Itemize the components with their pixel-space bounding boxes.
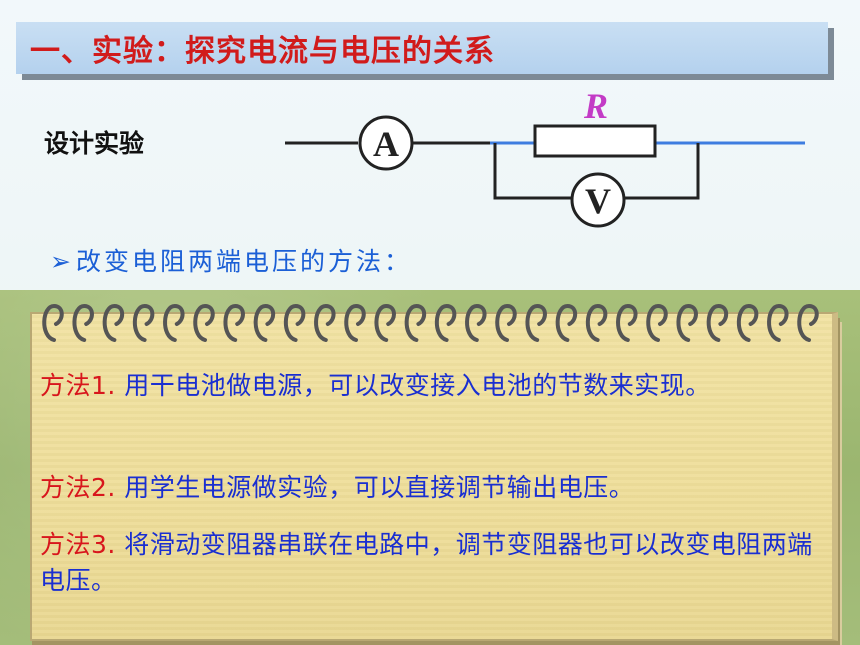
spiral-ring	[223, 303, 245, 342]
spiral-ring	[42, 303, 64, 342]
spiral-ring	[767, 303, 789, 342]
spiral-ring	[646, 303, 668, 342]
spiral-ring	[163, 303, 185, 342]
method-1-text: 用干电池做电源，可以改变接入电池的节数来实现。	[115, 371, 711, 400]
resistor-label: R	[583, 88, 608, 126]
voltmeter-label: V	[585, 181, 611, 221]
spiral-ring	[314, 303, 336, 342]
spiral-ring	[102, 303, 125, 342]
method-2-label: 方法2.	[40, 473, 116, 502]
voltmeter-wire-left	[493, 143, 572, 200]
design-experiment-label: 设计实验	[44, 129, 145, 158]
spiral-ring	[555, 303, 578, 342]
spiral-ring	[193, 303, 215, 342]
voltmeter-wire-right	[624, 143, 700, 200]
page-title: 一、实验：探究电流与电压的关系	[30, 34, 495, 69]
spiral-ring	[585, 303, 608, 342]
spiral-ring	[344, 303, 366, 342]
spiral-ring	[736, 303, 759, 342]
spiral-ring	[797, 303, 819, 342]
method-3: 方法3. 将滑动变阻器串联在电路中，调节变阻器也可以改变电阻两端电压。	[40, 527, 820, 599]
resistor-symbol	[533, 124, 657, 158]
spiral-ring	[132, 303, 155, 342]
spiral-ring	[404, 303, 427, 342]
voltmeter-symbol	[570, 172, 626, 228]
spiral-ring	[374, 303, 396, 342]
spiral-ring	[283, 303, 306, 342]
method-1: 方法1. 用干电池做电源，可以改变接入电池的节数来实现。	[40, 368, 820, 404]
circuit-diagram: A R V	[285, 88, 805, 228]
spiral-ring	[465, 303, 487, 342]
ammeter-label: A	[373, 124, 399, 164]
method-heading-text: 改变电阻两端电压的方法：	[75, 247, 412, 276]
spiral-ring	[253, 303, 276, 342]
method-2: 方法2. 用学生电源做实验，可以直接调节输出电压。	[40, 470, 820, 506]
method-heading: ➢改变电阻两端电压的方法：	[50, 242, 412, 278]
spiral-ring	[495, 303, 517, 342]
spiral-ring	[706, 303, 729, 342]
method-3-label: 方法3.	[40, 530, 116, 559]
spiral-ring	[616, 303, 638, 342]
spiral-ring	[525, 303, 547, 342]
spiral-ring	[676, 303, 698, 342]
method-1-label: 方法1.	[40, 371, 116, 400]
method-2-text: 用学生电源做实验，可以直接调节输出电压。	[115, 473, 635, 502]
spiral-ring	[434, 303, 457, 342]
notebook-card	[30, 312, 838, 641]
title-bar: 一、实验：探究电流与电压的关系	[16, 22, 828, 74]
spiral-rings	[42, 303, 819, 342]
spiral-ring	[72, 303, 94, 342]
method-3-text: 将滑动变阻器串联在电路中，调节变阻器也可以改变电阻两端电压。	[40, 530, 813, 595]
bullet-arrow-icon: ➢	[50, 247, 74, 276]
